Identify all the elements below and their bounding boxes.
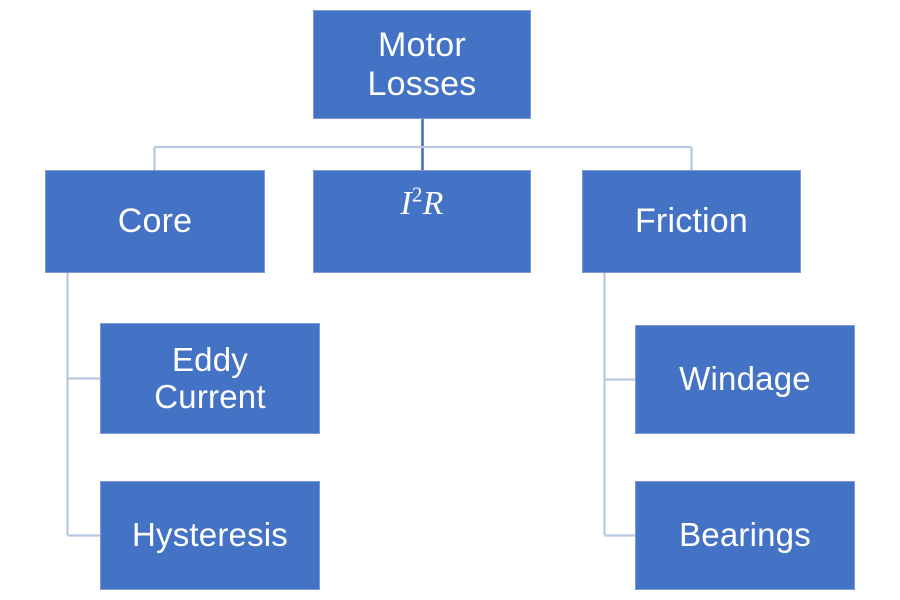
i2r-base: I [400,185,412,222]
node-friction[interactable]: Friction [582,170,801,273]
node-i2r[interactable]: I2R [313,170,531,273]
i2r-suffix: R [422,185,444,222]
i2r-formula: I2R [400,182,444,223]
node-eddy-current[interactable]: Eddy Current [100,323,320,434]
node-motor-losses[interactable]: Motor Losses [313,10,531,119]
i2r-exponent: 2 [411,182,423,207]
node-hysteresis[interactable]: Hysteresis [100,481,320,590]
node-core[interactable]: Core [45,170,265,273]
node-bearings[interactable]: Bearings [635,481,855,590]
node-windage[interactable]: Windage [635,325,855,434]
